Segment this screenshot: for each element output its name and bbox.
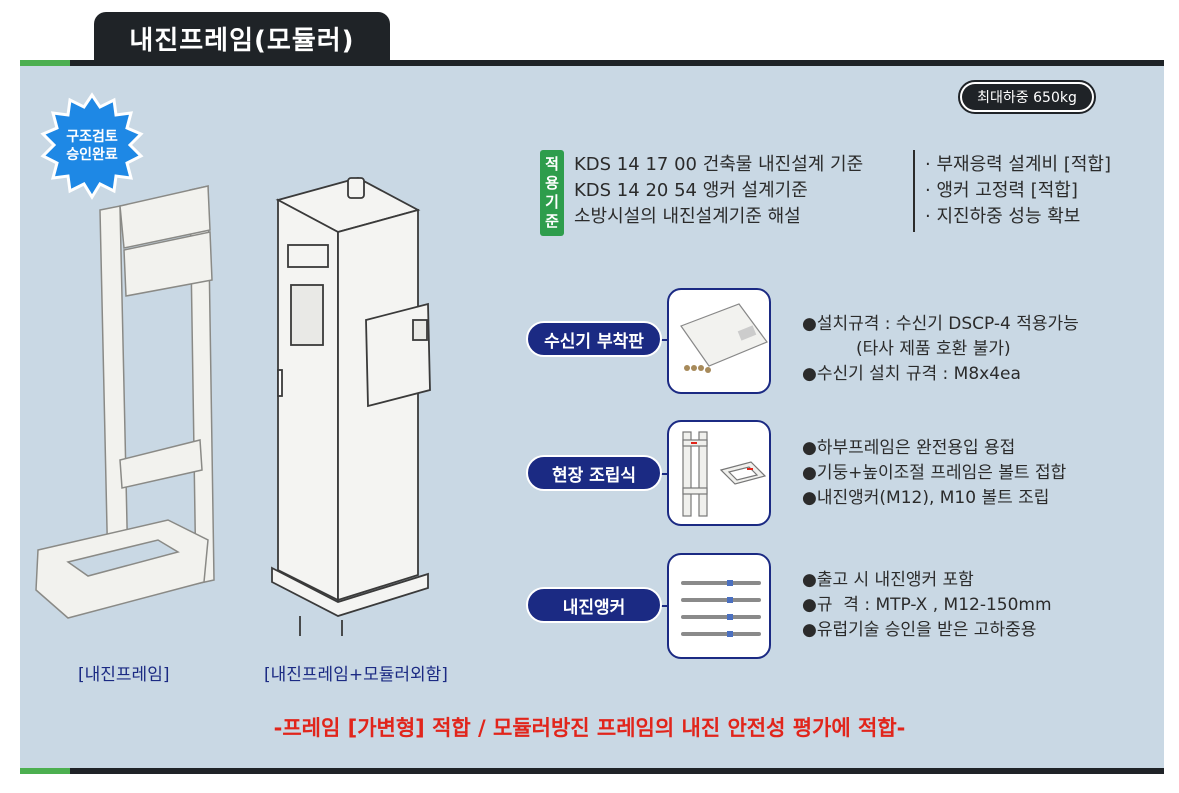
bottom-accent: [20, 768, 70, 774]
spec-line: ●기둥+높이조절 프레임은 볼트 접합: [802, 463, 1067, 483]
field-assembly-thumbnail: [667, 420, 771, 526]
anchor-bolts-image: [681, 580, 761, 637]
mounting-plate-image: [680, 303, 768, 373]
page-title: 내진프레임(모듈러): [94, 12, 390, 64]
feature-label-receiver-plate: 수신기 부착판: [526, 321, 662, 357]
caption-frame: [내진프레임]: [78, 665, 170, 685]
standards-divider: [913, 150, 915, 232]
receiver-plate-specs: ●설치규격 : 수신기 DSCP-4 적용가능 (타사 제품 호환 불가) ●수신…: [802, 312, 1079, 387]
top-divider: [20, 60, 1164, 66]
anchor-specs: ●출고 시 내진앵커 포함 ●규 격 : MTP-X , M12-150mm ●유럽…: [802, 568, 1052, 643]
spec-line: ●유럽기술 승인을 받은 고하중용: [802, 620, 1037, 640]
starburst-icon: [40, 92, 144, 200]
standards-list: KDS 14 17 00 건축물 내진설계 기준 KDS 14 20 54 앵커…: [574, 152, 863, 230]
results-list: · 부재응력 설계비 [적합] · 앵커 고정력 [적합] · 지진하중 성능 …: [925, 152, 1111, 230]
spec-line: ●하부프레임은 완전용입 용접: [802, 438, 1016, 458]
standards-tag: 적 용 기 준: [540, 150, 564, 236]
spec-line: ●수신기 설치 규격 : M8x4ea: [802, 364, 1021, 384]
approval-badge: 구조검토 승인완료: [37, 91, 147, 201]
receiver-plate-thumbnail: [667, 288, 771, 394]
standards-tag-char: 적: [545, 155, 559, 173]
standards-tag-char: 준: [545, 212, 559, 230]
enclosure-image: [271, 177, 431, 636]
spec-line: (타사 제품 호환 불가): [802, 339, 1011, 359]
standards-tag-char: 용: [545, 174, 559, 192]
feature-label-anchor: 내진앵커: [526, 587, 662, 623]
result-item: · 지진하중 성능 확보: [925, 206, 1081, 227]
anchor-thumbnail: [667, 553, 771, 659]
result-item: · 앵커 고정력 [적합]: [925, 180, 1078, 201]
standard-item: KDS 14 17 00 건축물 내진설계 기준: [574, 154, 864, 175]
assembly-parts-image: [682, 431, 767, 517]
seismic-frame-image: [35, 185, 215, 619]
standard-item: KDS 14 20 54 앵커 설계기준: [574, 180, 808, 201]
standards-tag-char: 기: [545, 193, 559, 211]
spec-line: ●규 격 : MTP-X , M12-150mm: [802, 595, 1052, 615]
bottom-divider: [20, 768, 1164, 774]
spec-line: ●설치규격 : 수신기 DSCP-4 적용가능: [802, 314, 1079, 334]
top-accent: [20, 60, 70, 66]
max-load-badge: 최대하중 650kg: [958, 80, 1096, 114]
caption-frame-enclosure: [내진프레임+모듈러외함]: [264, 665, 448, 685]
badge-line-2: 승인완료: [66, 147, 118, 163]
standard-item: 소방시설의 내진설계기준 해설: [574, 206, 801, 227]
result-item: · 부재응력 설계비 [적합]: [925, 154, 1111, 175]
spec-line: ●내진앵커(M12), M10 볼트 조립: [802, 488, 1050, 508]
max-load-text: 최대하중 650kg: [962, 84, 1092, 110]
spec-line: ●출고 시 내진앵커 포함: [802, 570, 974, 590]
field-assembly-specs: ●하부프레임은 완전용입 용접 ●기둥+높이조절 프레임은 볼트 접합 ●내진앵커(…: [802, 436, 1066, 511]
feature-label-field-assembly: 현장 조립식: [526, 455, 662, 491]
badge-line-1: 구조검토: [66, 129, 118, 145]
footer-note: -프레임 [가변형] 적합 / 모듈러방진 프레임의 내진 안전성 평가에 적합…: [273, 716, 906, 740]
